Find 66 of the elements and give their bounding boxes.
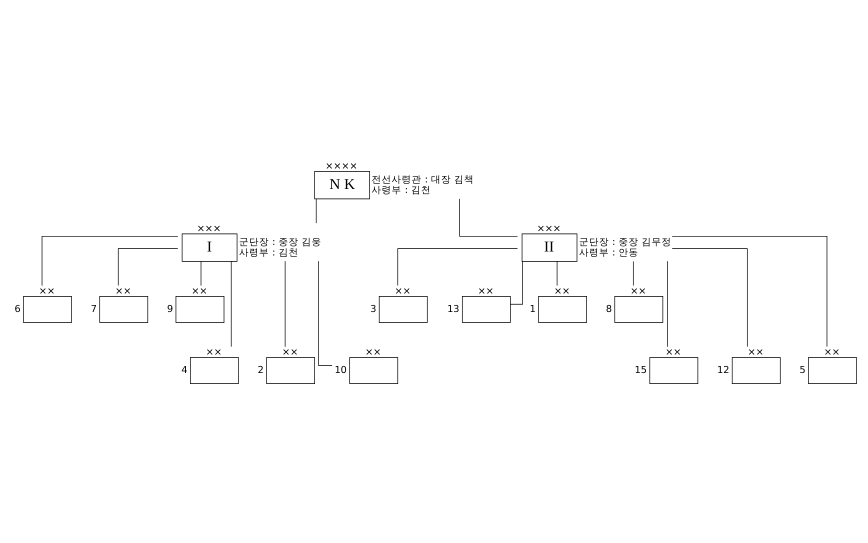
node-box <box>614 296 663 322</box>
node-label: ××× <box>536 222 560 234</box>
node-box <box>731 356 780 384</box>
node-label: ×× <box>114 285 131 296</box>
node-box <box>808 356 856 384</box>
connector <box>509 260 522 304</box>
connector <box>315 198 316 223</box>
node-label: ×× <box>747 346 764 358</box>
node-box <box>98 296 148 322</box>
node-label: ×× <box>282 346 298 358</box>
node-label: ×× <box>553 285 570 296</box>
node-box <box>22 296 72 322</box>
connector <box>200 260 201 286</box>
node-label: 12 <box>716 364 729 376</box>
node-box <box>348 356 398 384</box>
connector <box>671 235 827 346</box>
node-label: 15 <box>634 364 646 376</box>
node-box <box>175 296 224 322</box>
node-label: ×× <box>664 346 681 358</box>
connector <box>284 260 285 347</box>
node-label: ×× <box>823 346 840 358</box>
node-box <box>378 296 428 322</box>
connector <box>318 260 332 366</box>
node-box: II <box>521 233 577 262</box>
node-label: 사령부 : 김천 <box>371 184 431 196</box>
connector <box>556 260 557 286</box>
node-label: ×× <box>190 285 207 296</box>
node-label: 군단장 : 중장 김웅 <box>238 236 322 248</box>
node-label: 5 <box>799 364 806 376</box>
node-label: 4 <box>180 364 188 376</box>
node-box: I <box>181 233 237 262</box>
node-label: 6 <box>14 303 20 314</box>
node-label: 군단장 : 중장 김무정 <box>578 236 671 248</box>
node-label: 7 <box>90 303 96 314</box>
node-label: ×× <box>364 346 381 358</box>
node-box <box>266 356 314 384</box>
node-box <box>461 296 510 322</box>
node-label: 8 <box>605 303 612 314</box>
node-box: N K <box>314 170 370 199</box>
node-label: ×× <box>394 285 410 296</box>
node-label: 3 <box>370 303 376 314</box>
node-box <box>538 296 586 322</box>
node-label: 전선사령관 : 대장 김책 <box>371 174 474 186</box>
connector <box>671 248 748 346</box>
node-label: ×× <box>38 285 55 296</box>
connector <box>41 235 178 286</box>
node-label: ×× <box>630 285 646 296</box>
connector <box>396 248 518 286</box>
node-label: 2 <box>257 364 264 376</box>
node-label: 1 <box>529 303 536 314</box>
node-label: ×× <box>205 346 222 358</box>
node-label: ×××× <box>324 160 358 172</box>
node-box <box>190 356 238 384</box>
node-label: 사령부 : 김천 <box>238 246 298 258</box>
node-label: 사령부 : 안동 <box>578 246 638 258</box>
node-label: 9 <box>166 303 173 314</box>
connector <box>666 260 668 347</box>
connector <box>117 248 178 286</box>
node-label: 10 <box>334 364 346 376</box>
connector <box>632 260 634 286</box>
node-label: 13 <box>446 303 459 314</box>
node-label: ××× <box>196 222 221 234</box>
node-label: ×× <box>477 285 494 296</box>
connector <box>230 260 232 347</box>
node-box <box>648 356 698 384</box>
connector <box>458 198 518 236</box>
